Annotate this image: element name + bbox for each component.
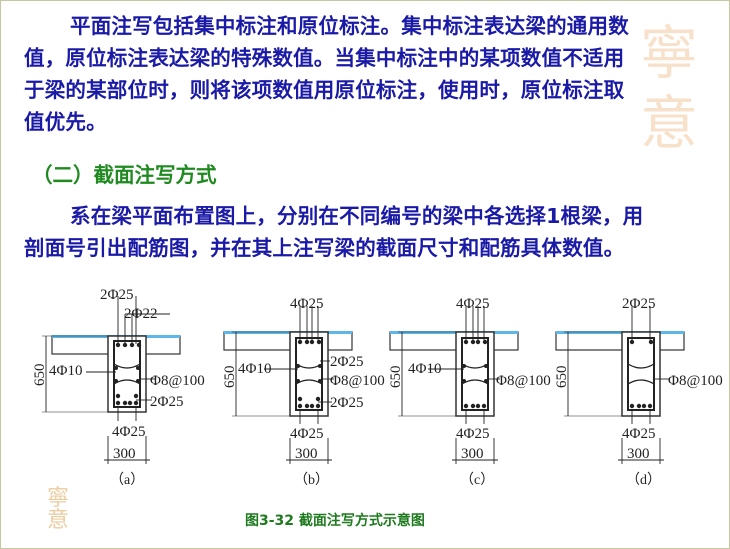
label-a-bottom-extra: 2Φ25	[150, 394, 183, 410]
label-a-caption: （a）	[110, 472, 144, 488]
label-b-bottom-extra: 2Φ25	[330, 395, 363, 411]
label-a-width: 300	[113, 446, 136, 462]
paragraph2-line2: 剖面号引出配筋图，并在其上注写梁的截面尺寸和配筋具体数值。	[24, 236, 625, 260]
decorative-logo-icon: 寧意	[46, 486, 69, 533]
decorative-seal-watermark: 寧意	[639, 19, 698, 157]
label-b-width: 300	[295, 446, 318, 462]
section-d: 2Φ25 Φ8@100 4Φ25 650 300 （d）	[554, 296, 723, 488]
beam-section-figure: 2Φ25 2Φ22 4Φ10 Φ8@100 2Φ25 4Φ25 650 300 …	[30, 286, 723, 506]
label-b-side: 4Φ10	[238, 361, 271, 377]
paragraph-section-notation: 系在梁平面布置图上，分别在不同编号的梁中各选择1根梁，用 剖面号引出配筋图，并在…	[24, 200, 674, 264]
paragraph1-line1: 平面注写包括集中标注和原位标注。集中标注表达梁的通用数	[70, 14, 629, 38]
label-b-top1: 4Φ25	[290, 296, 323, 312]
label-c-top1: 4Φ25	[456, 296, 489, 312]
label-d-stirrup: Φ8@100	[668, 373, 723, 389]
paragraph-plan-notation: 平面注写包括集中标注和原位标注。集中标注表达梁的通用数 值，原位标注表达梁的特殊…	[24, 10, 674, 138]
section-heading: （二）截面注写方式	[32, 163, 217, 187]
section-c: 4Φ25 4Φ10 Φ8@100 4Φ25 650 300 （c）	[388, 296, 551, 488]
paragraph2-line1: 系在梁平面布置图上，分别在不同编号的梁中各选择1根梁，用	[70, 204, 644, 228]
label-a-top2: 2Φ22	[124, 306, 157, 322]
stirrup-a	[113, 340, 141, 408]
label-c-side: 4Φ10	[408, 361, 441, 377]
beam-section-diagram: 2Φ25 2Φ22 4Φ10 Φ8@100 2Φ25 4Φ25 650 300 …	[32, 287, 723, 488]
label-b-stirrup: Φ8@100	[330, 373, 385, 389]
paragraph1-line2: 值，原位标注表达梁的特殊数值。当集中标注中的某项数值不适用	[24, 46, 625, 70]
label-b-caption: （b）	[294, 472, 329, 488]
label-a-bottom: 4Φ25	[112, 424, 145, 440]
label-c-caption: （c）	[460, 472, 494, 488]
label-b-height: 650	[222, 366, 238, 389]
label-d-height: 650	[554, 366, 570, 389]
label-a-height: 650	[32, 364, 48, 387]
label-c-bottom: 4Φ25	[456, 426, 489, 442]
label-d-bottom: 4Φ25	[622, 426, 655, 442]
label-a-top1: 2Φ25	[100, 287, 133, 303]
label-d-caption: （d）	[626, 472, 661, 488]
label-c-height: 650	[388, 366, 404, 389]
label-a-stirrup: Φ8@100	[150, 373, 205, 389]
label-b-bottom: 4Φ25	[290, 426, 323, 442]
label-c-width: 300	[461, 446, 484, 462]
label-c-stirrup: Φ8@100	[496, 373, 551, 389]
section-a: 2Φ25 2Φ22 4Φ10 Φ8@100 2Φ25 4Φ25 650 300 …	[32, 287, 205, 488]
section-b: 4Φ25 4Φ10 2Φ25 Φ8@100 2Φ25 4Φ25 650 300 …	[222, 296, 385, 488]
figure-caption: 图3-32 截面注写方式示意图	[245, 513, 425, 529]
label-d-top1: 2Φ25	[622, 296, 655, 312]
label-b-side-right: 2Φ25	[330, 354, 363, 370]
label-d-width: 300	[627, 446, 650, 462]
label-a-side: 4Φ10	[49, 363, 82, 379]
paragraph1-line3: 于梁的某部位时，则将该项数值用原位标注，使用时，原位标注取	[24, 78, 625, 102]
paragraph1-line4: 值优先。	[24, 110, 107, 134]
